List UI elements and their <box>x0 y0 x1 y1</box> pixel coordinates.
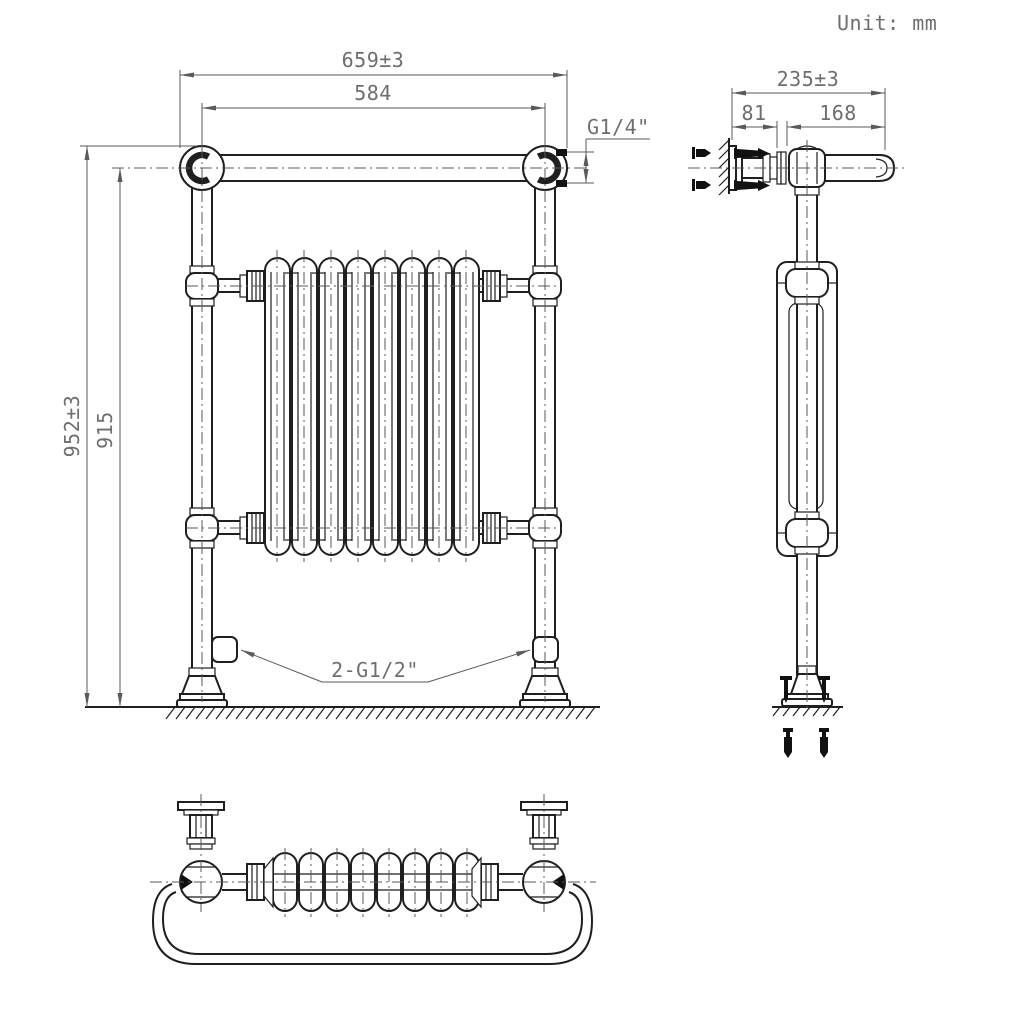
screw-icon <box>780 676 792 703</box>
dim-overall-width: 659±3 <box>179 48 568 148</box>
dim-text-rail-centers: 584 <box>354 81 392 105</box>
air-vent-tapping <box>556 149 567 156</box>
anchor-icon <box>783 728 793 758</box>
dim-rail-height: 915 <box>93 168 123 707</box>
front-view: 659±3 584 G1/4" 952±3 915 <box>60 48 650 720</box>
screw-icon <box>734 180 770 191</box>
screw-icon <box>818 676 830 703</box>
wall-anchors <box>692 147 711 191</box>
dim-text-overall-depth: 235±3 <box>777 67 840 91</box>
unit-note: Unit: mm <box>837 11 937 35</box>
dim-front-depth: 168 <box>786 101 885 146</box>
floor-screws <box>780 676 830 703</box>
dim-text-rail-height: 915 <box>93 411 117 449</box>
anchor-icon <box>692 179 711 191</box>
plan-radiator-sections <box>272 852 480 912</box>
dim-air-vent: G1/4" <box>567 115 650 184</box>
floor-anchors <box>783 728 829 758</box>
dim-text-valves: 2-G1/2" <box>331 658 419 682</box>
dim-text-wall-offset: 81 <box>741 101 766 125</box>
dim-valves: 2-G1/2" <box>240 649 531 683</box>
towel-rail <box>202 154 545 182</box>
bracket-screws <box>734 148 770 191</box>
wall-section <box>718 138 730 196</box>
ground-line <box>85 706 600 720</box>
screw-icon <box>734 148 770 159</box>
anchor-icon <box>819 728 829 758</box>
dim-text-overall-width: 659±3 <box>342 48 405 72</box>
dim-overall-height: 952±3 <box>60 145 196 707</box>
front-centerlines <box>112 146 590 702</box>
plan-centerlines <box>150 794 596 917</box>
dim-overall-depth: 235±3 <box>731 67 886 150</box>
radiator-sections <box>264 257 480 556</box>
top-view <box>150 794 596 965</box>
side-view: 235±3 81 168 <box>688 67 905 758</box>
dim-text-front-depth: 168 <box>819 101 857 125</box>
dim-text-air-vent: G1/4" <box>587 115 650 139</box>
plan-wall-brackets <box>177 801 568 850</box>
anchor-icon <box>692 147 711 159</box>
dim-rail-centers: 584 <box>201 81 546 150</box>
side-centerlines <box>688 140 905 712</box>
dim-wall-offset: 81 <box>732 101 778 148</box>
rail-loop <box>151 883 594 965</box>
dim-text-overall-height: 952±3 <box>60 395 84 458</box>
